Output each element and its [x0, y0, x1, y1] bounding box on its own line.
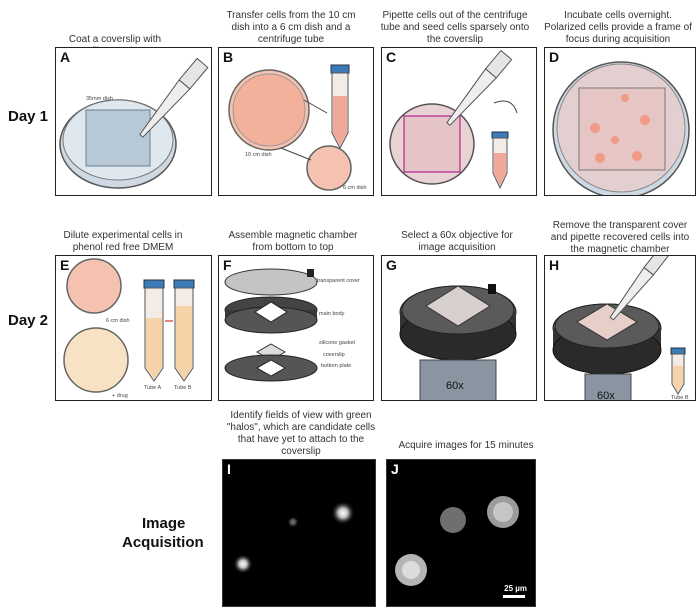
panel-c: C	[381, 47, 537, 196]
panel-g: G 60x	[381, 255, 537, 401]
panel-letter-g: G	[386, 257, 397, 273]
row-label-image: Image	[142, 515, 186, 532]
panel-b-illustration	[228, 64, 352, 191]
label-transparent-cover: transparent cover	[317, 278, 360, 284]
caption-b: Transfer cells from the 10 cm dish into …	[226, 10, 356, 45]
label-coverslip: coverslip	[323, 352, 345, 358]
panel-a-illustration	[59, 57, 209, 189]
caption-g: Select a 60x objective for image acquisi…	[401, 230, 513, 253]
label-6cm-dish: 6 cm dish	[343, 185, 367, 191]
panel-h-illustration	[552, 256, 686, 400]
row-label-acquisition: Acquisition	[122, 534, 204, 551]
label-tube-b: Tube B	[174, 385, 192, 391]
panel-f: F transparent cover main body silicone g…	[218, 255, 374, 401]
panel-j-micrograph	[395, 496, 519, 586]
scale-bar	[503, 595, 525, 598]
panel-i-micrograph	[233, 501, 355, 574]
panel-letter-h: H	[549, 257, 560, 273]
panel-letter-b: B	[223, 49, 234, 65]
panel-letter-e: E	[60, 257, 70, 273]
label-35mm-dish: 35mm dish	[86, 96, 113, 102]
panel-d-illustration	[552, 61, 690, 195]
label-tube-a: Tube A	[144, 385, 162, 391]
caption-e: Dilute experimental cells in phenol red …	[63, 230, 183, 253]
panel-letter-f: F	[223, 257, 232, 273]
label-10cm-dish: 10 cm dish	[245, 152, 272, 158]
label-e-6cm-dish: 6 cm dish	[106, 318, 130, 324]
panel-i: I	[222, 459, 376, 607]
panel-c-illustration	[389, 49, 518, 190]
caption-f: Assemble magnetic chamber from bottom to…	[228, 230, 358, 253]
label-silicone-gasket: silicone gasket	[319, 340, 356, 346]
panel-b: B 10 cm dish 6 cm dish	[218, 47, 374, 196]
row-label-day2: Day 2	[8, 312, 49, 329]
caption-j: Acquire images for 15 minutes	[398, 440, 534, 451]
panel-e-illustration	[63, 258, 195, 393]
row-label-day1: Day 1	[8, 108, 49, 125]
label-bottom-plate: bottom plate	[321, 363, 352, 369]
panel-letter-j: J	[391, 461, 399, 477]
panel-letter-i: I	[227, 461, 231, 477]
scale-bar-label: 25 µm	[504, 584, 527, 593]
label-main-body: main body	[319, 311, 345, 317]
caption-c: Pipette cells out of the centrifuge tube…	[380, 10, 530, 45]
panel-h: H 60x Tube B	[544, 255, 696, 401]
panel-j: J 25 µm	[386, 459, 536, 607]
label-e-drug: + drug	[112, 393, 128, 399]
caption-i: Identify fields of view with green "halo…	[226, 410, 376, 457]
objective-label-g: 60x	[446, 380, 464, 392]
caption-d: Incubate cells overnight. Polarized cell…	[544, 10, 692, 45]
panel-letter-d: D	[549, 49, 560, 65]
panel-d: D	[544, 47, 696, 196]
objective-label-h: 60x	[597, 390, 615, 401]
panel-f-illustration	[224, 268, 318, 382]
panel-e: E 6 cm dish + drug Tube A Tube B	[55, 255, 212, 401]
panel-letter-c: C	[386, 49, 397, 65]
label-h-tube-b: Tube B	[671, 395, 689, 401]
panel-g-illustration	[399, 284, 517, 400]
caption-h: Remove the transparent cover and pipette…	[550, 220, 690, 255]
panel-letter-a: A	[60, 49, 71, 65]
panel-a: A 35mm dish	[55, 47, 212, 196]
